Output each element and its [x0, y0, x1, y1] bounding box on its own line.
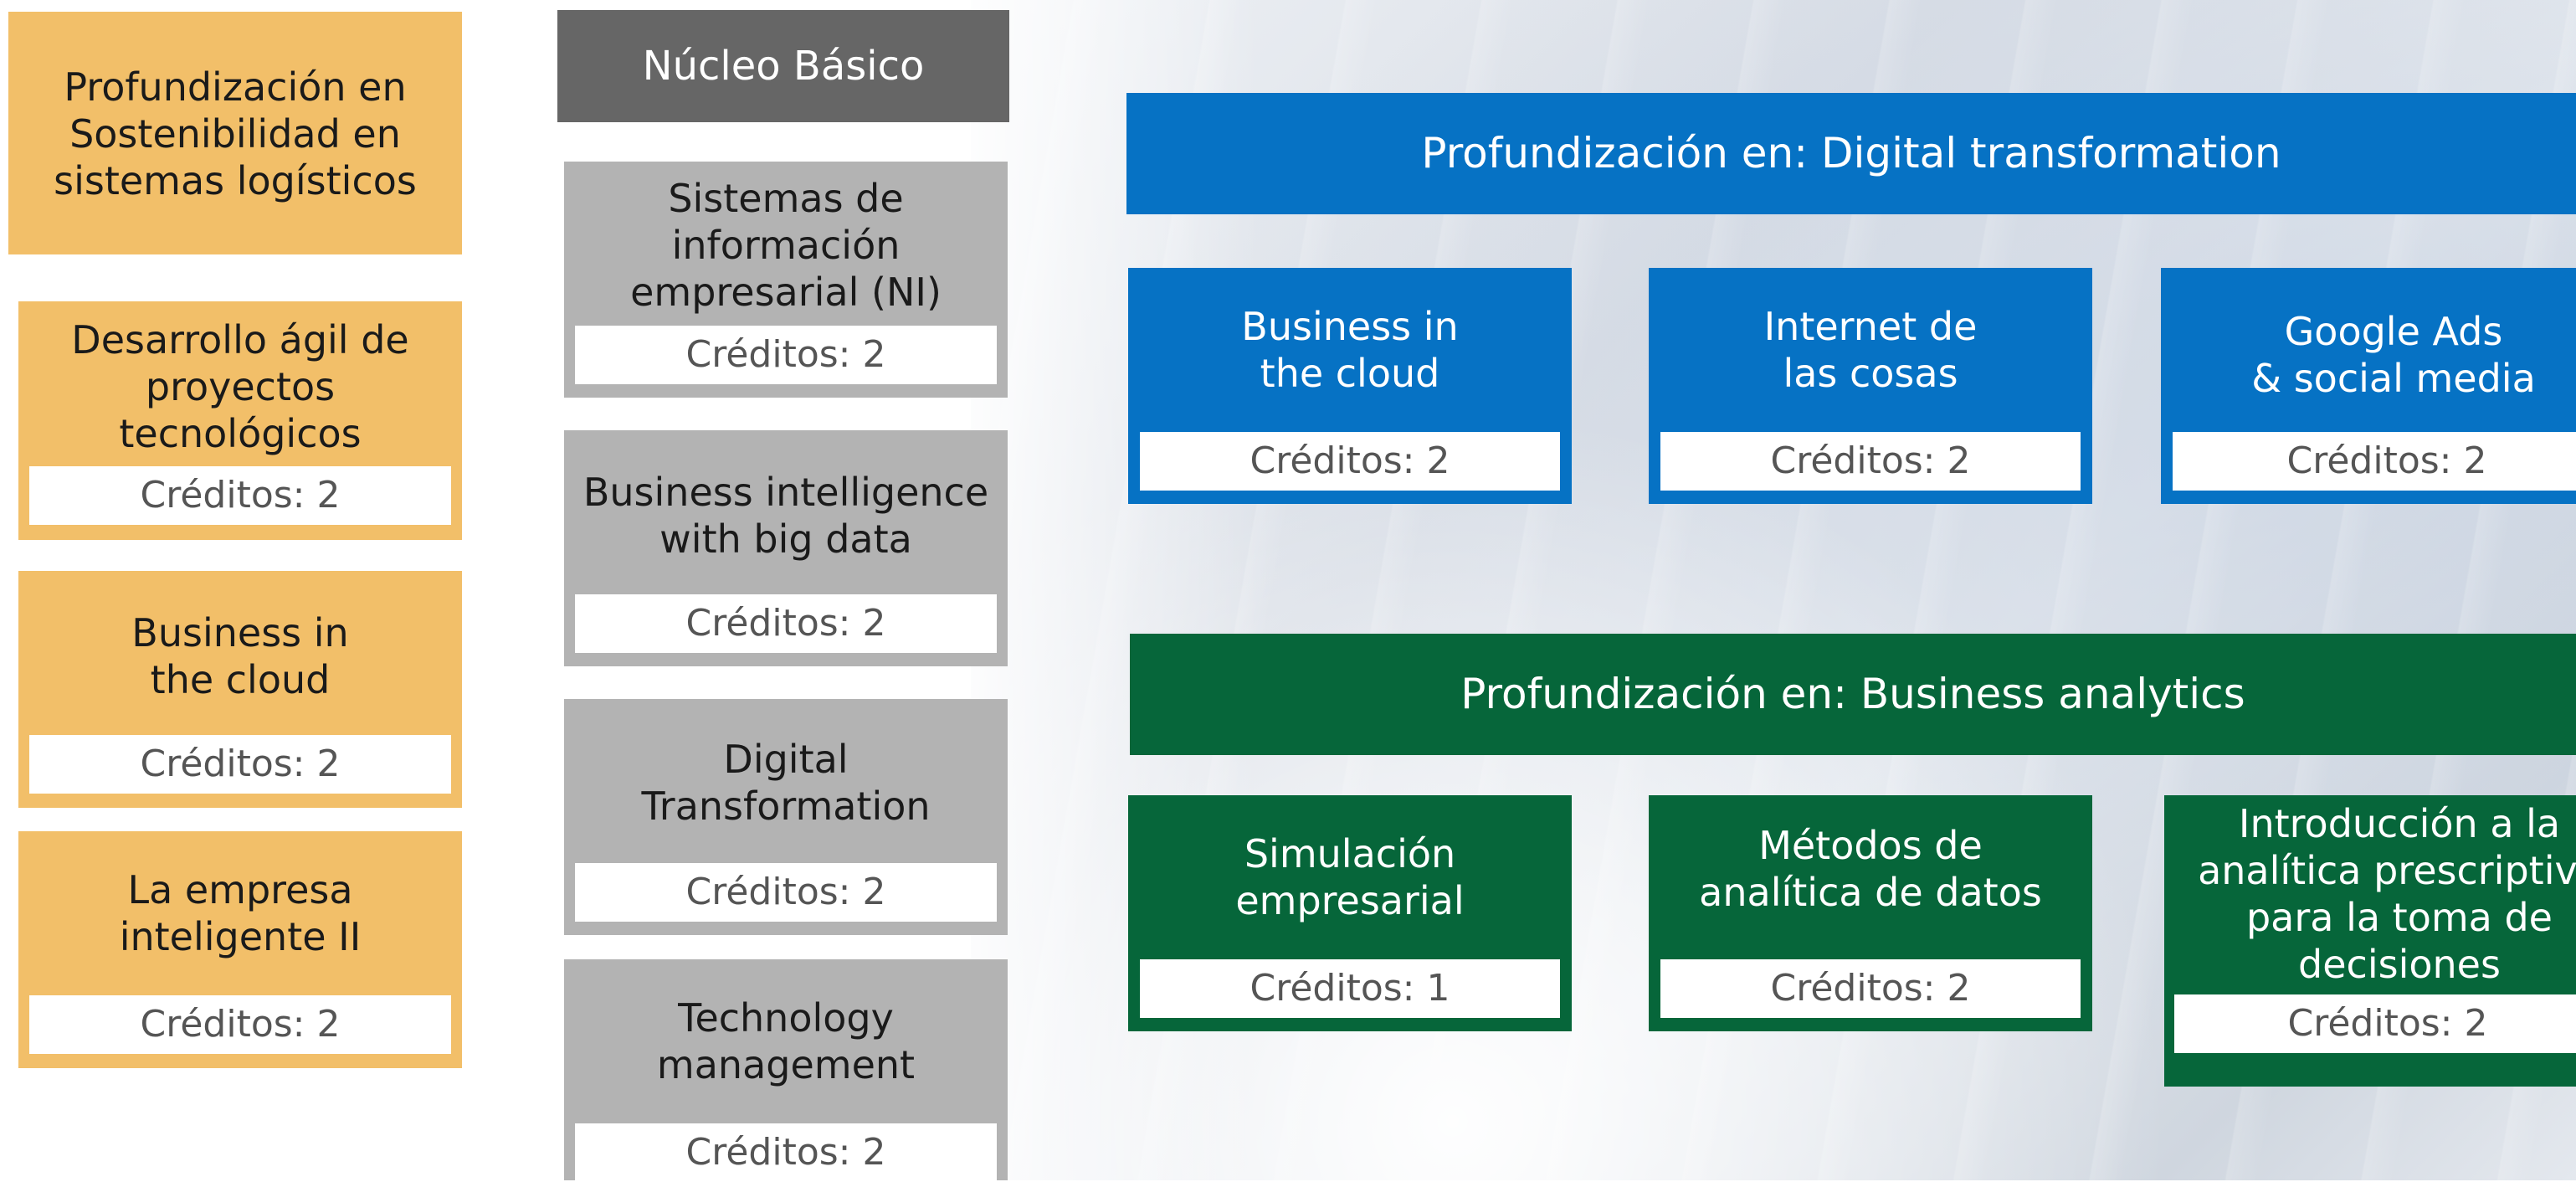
course-name: La empresa inteligente II [119, 867, 362, 959]
course-card: Technology management Créditos: 2 [564, 959, 1008, 1182]
course-credits: Créditos: 1 [1140, 959, 1560, 1018]
course-name: Simulación empresarial [1235, 831, 1465, 923]
course-name: Business in the cloud [131, 610, 349, 702]
course-card: Métodos de analítica de datos Créditos: … [1649, 795, 2092, 1031]
course-card: Desarrollo ágil de proyectos tecnológico… [18, 301, 462, 540]
course-name: Métodos de analítica de datos [1699, 823, 2042, 915]
course-card: Business in the cloud Créditos: 2 [18, 571, 462, 808]
digital-transformation-header: Profundización en: Digital transformatio… [1126, 93, 2576, 214]
course-card: Digital Transformation Créditos: 2 [564, 699, 1008, 935]
course-name: Sistemas de información empresarial (NI) [630, 176, 942, 315]
course-credits: Créditos: 2 [29, 995, 451, 1054]
course-credits: Créditos: 2 [575, 1123, 997, 1182]
course-name: Technology management [656, 995, 916, 1087]
course-name: Desarrollo ágil de proyectos tecnológico… [71, 317, 409, 456]
course-credits: Créditos: 2 [575, 863, 997, 922]
course-credits: Créditos: 2 [1660, 432, 2081, 491]
course-name: Digital Transformation [641, 737, 931, 829]
course-credits: Créditos: 2 [575, 594, 997, 653]
course-name: Google Ads & social media [2251, 309, 2536, 401]
course-name: Business in the cloud [1241, 304, 1459, 396]
course-card: Google Ads & social media Créditos: 2 [2161, 268, 2576, 504]
business-analytics-header: Profundización en: Business analytics [1130, 634, 2576, 755]
course-credits: Créditos: 2 [2173, 432, 2576, 491]
course-card: Sistemas de información empresarial (NI)… [564, 162, 1008, 398]
sostenibilidad-header-title: Profundización en Sostenibilidad en sist… [54, 64, 417, 203]
course-name: Internet de las cosas [1763, 304, 1978, 396]
course-credits: Créditos: 2 [1660, 959, 2081, 1018]
course-card: Business in the cloud Créditos: 2 [1128, 268, 1572, 504]
course-card: La empresa inteligente II Créditos: 2 [18, 831, 462, 1068]
course-card: Internet de las cosas Créditos: 2 [1649, 268, 2092, 504]
nucleo-basico-header: Núcleo Básico [557, 10, 1009, 122]
sostenibilidad-header: Profundización en Sostenibilidad en sist… [8, 12, 462, 254]
course-credits: Créditos: 2 [2174, 994, 2576, 1053]
course-credits: Créditos: 2 [1140, 432, 1560, 491]
course-card: Introducción a la analítica prescriptiva… [2164, 795, 2576, 1087]
course-card: Simulación empresarial Créditos: 1 [1128, 795, 1572, 1031]
course-name: Business intelligence with big data [582, 470, 989, 562]
course-name: Introducción a la analítica prescriptiva… [2198, 801, 2576, 987]
course-card: Business intelligence with big data Créd… [564, 430, 1008, 666]
course-credits: Créditos: 2 [29, 735, 451, 794]
course-credits: Créditos: 2 [575, 326, 997, 384]
course-credits: Créditos: 2 [29, 466, 451, 525]
